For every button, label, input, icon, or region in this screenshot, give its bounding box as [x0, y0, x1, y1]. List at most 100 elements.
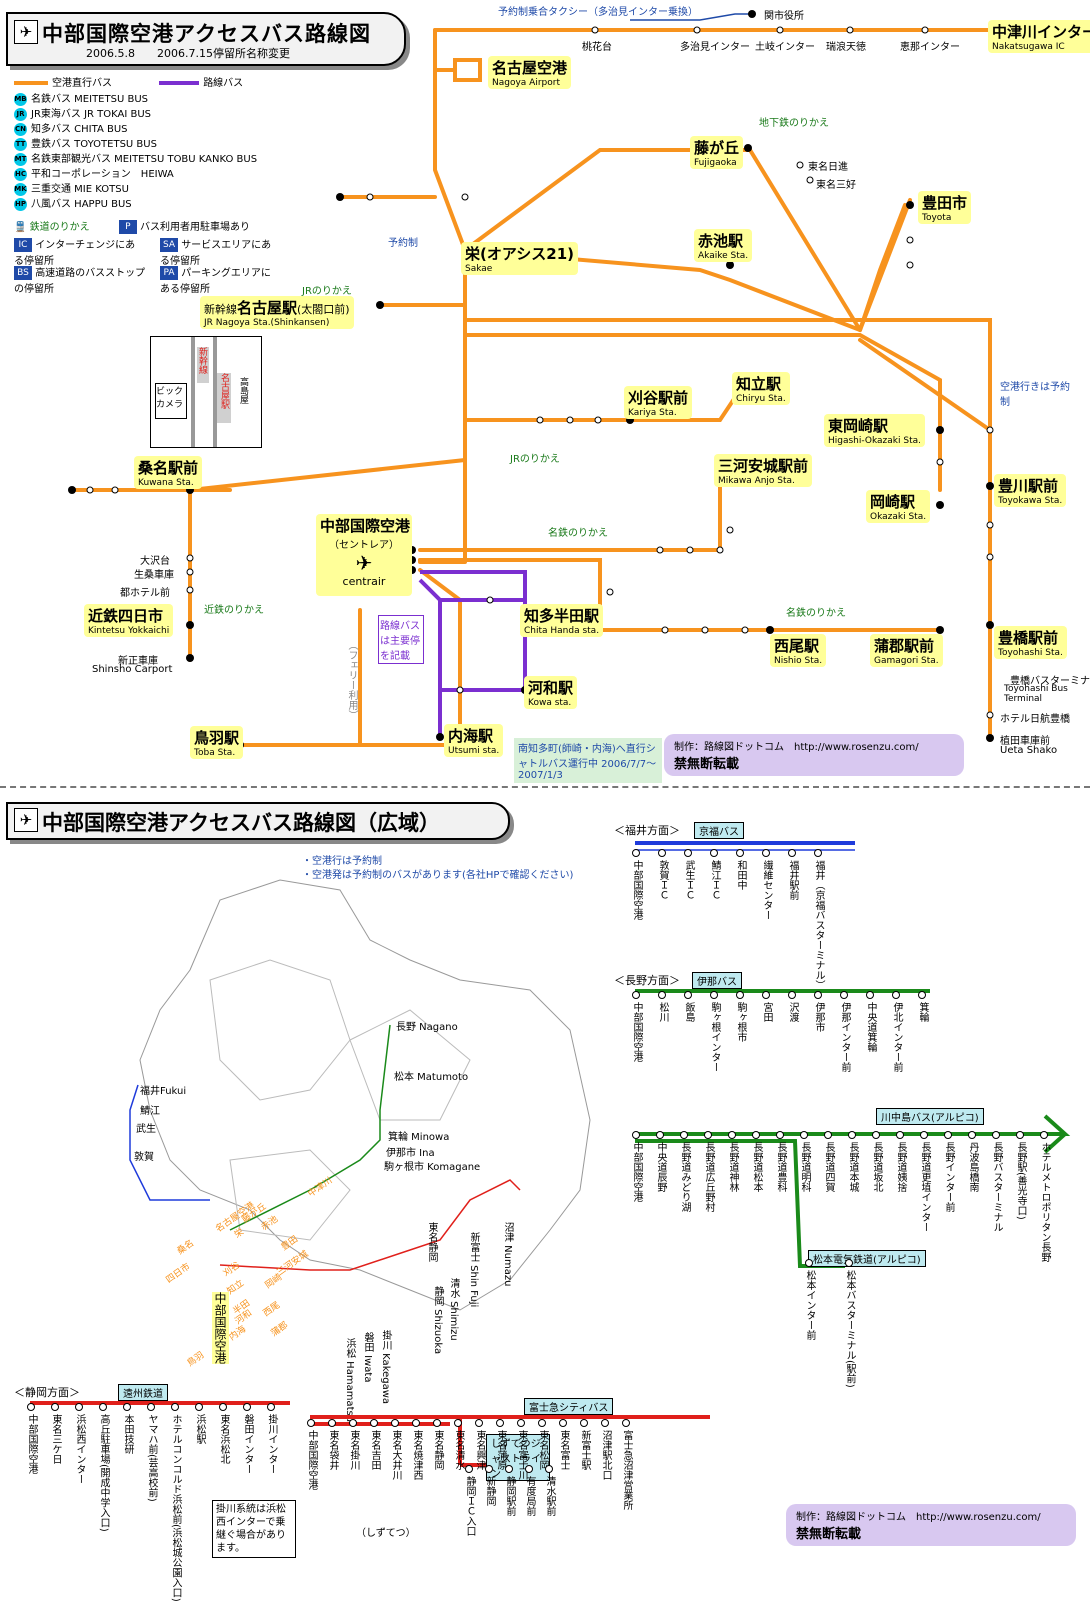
station-sakae[interactable]: 栄(オアシス21)Sakae: [461, 242, 578, 275]
nagano-stop: 中央道箕輪: [865, 1002, 876, 1052]
label-uta-en: Ueta Shako: [1000, 745, 1058, 756]
airplane-icon: ✈: [14, 20, 38, 44]
map-title: 中部国際空港アクセスバス路線図: [42, 22, 371, 46]
map-label-fukui: 福井Fukui: [140, 1086, 187, 1097]
nagano-stop-marker: [658, 991, 666, 999]
enshu-stop: 掛川インター: [266, 1414, 277, 1474]
fuji-stop-marker: [538, 1419, 546, 1427]
fuji-company: 富士急シティバス: [524, 1398, 614, 1415]
fukui-stop-marker: [788, 849, 796, 857]
station-nagoya[interactable]: 新幹線名古屋駅(太閤口前)JR Nagoya Sta.(Shinkansen): [200, 296, 354, 329]
label-nikko: ホテル日航豊橋: [1000, 714, 1070, 725]
taxi-label: 予約制乗合タクシー（多治見インター乗換）: [498, 7, 698, 18]
kawanaka-stop-marker: [1040, 1131, 1048, 1139]
nagano-stop: 沢渡: [787, 1002, 798, 1022]
enshu-stop: 東名浜松北: [218, 1414, 229, 1464]
fuji-stop: 新富士駅: [579, 1430, 590, 1470]
station-centrair[interactable]: 中部国際空港 （セントレア） ✈ centrair: [316, 514, 412, 596]
kawanaka-stop-marker: [752, 1131, 760, 1139]
nagano-stop-marker: [918, 991, 926, 999]
map-title-box: ✈ 中部国際空港アクセスバス路線図 2006.5.8 2006.7.15停留所名…: [6, 12, 406, 66]
shizutetsu-stop: 新静岡: [484, 1476, 495, 1506]
credit-bottom: 制作：路線図ドットコム http://www.rosenzu.com/禁無断転載: [786, 1504, 1076, 1546]
label-shinmei: 東名日進: [808, 162, 848, 173]
map-dates: 2006.5.8 2006.7.15停留所名称変更: [86, 47, 290, 60]
fuji-stop: 東名富士: [558, 1430, 569, 1470]
nagoya-station-inset: 新幹線 名古屋駅 ビックカメラ 高島屋: [150, 336, 262, 448]
enshu-stop: ヤマハ前(芸高校前): [146, 1414, 157, 1502]
enshu-stop-marker: [99, 1403, 107, 1411]
shizutetsu-stop-marker: [485, 1465, 493, 1473]
enshu-stop-marker: [219, 1403, 227, 1411]
kawanaka-stop-marker: [920, 1131, 928, 1139]
label-jr-norikae-2: JRのりかえ: [510, 454, 560, 465]
enshu-stop-marker: [27, 1403, 35, 1411]
kawanaka-stop: 中部国際空港: [631, 1142, 642, 1202]
enshu-stop: 浜松駅: [194, 1414, 205, 1444]
label-miyoshi: 東名三好: [816, 180, 856, 191]
airplane-icon: ✈: [14, 808, 38, 832]
label-kintetsu-norikae: 近鉄のりかえ: [204, 605, 264, 616]
kawanaka-stop: 長野道豊科: [775, 1142, 786, 1192]
kawanaka-stop: ホテルメトロポリタン長野: [1039, 1142, 1050, 1262]
fukui-stop-marker: [762, 849, 770, 857]
fukui-stop-marker: [736, 849, 744, 857]
kawanaka-stop: 長野道松本: [751, 1142, 762, 1192]
enshu-stop-marker: [51, 1403, 59, 1411]
legend-direct: 空港直行バス 路線バス: [14, 74, 243, 89]
map-label-kakegawa: 掛川 Kakegawa: [380, 1330, 391, 1405]
map-label-ina: 伊那市 Ina: [386, 1148, 435, 1159]
fukui-stop-marker: [814, 849, 822, 857]
fuji-stop-marker: [475, 1419, 483, 1427]
kawanaka-stop-marker: [656, 1131, 664, 1139]
kawanaka-stop: 長野道神林: [727, 1142, 738, 1192]
credit-top: 制作：路線図ドットコム http://www.rosenzu.com/禁無断転載: [664, 734, 964, 776]
enshu-stop: 高丘駐車場(開成中学入口): [98, 1414, 109, 1532]
label-osawa: 大沢台: [140, 556, 170, 567]
kawanaka-stop-marker: [632, 1131, 640, 1139]
map-label-hamamatsu: 浜松 Hamamatsu: [344, 1338, 355, 1423]
fukui-stop-marker: [632, 849, 640, 857]
label-airport-note: 空港行きは予約制: [1000, 382, 1070, 408]
label-miyako: 都ホテル前: [120, 588, 170, 599]
nagano-stop-marker: [736, 991, 744, 999]
enshu-stop: 磐田インター: [242, 1414, 253, 1474]
enshu-stop-marker: [195, 1403, 203, 1411]
enshu-stop-marker: [171, 1403, 179, 1411]
shizutetsu-stop-marker: [545, 1465, 553, 1473]
matsumoto-company: 松本電気鉄道(アルピコ): [808, 1250, 926, 1267]
nagano-stop: 箕輪: [917, 1002, 928, 1022]
fukui-stop: 和田中: [735, 860, 746, 890]
map-label-shizuoka: 静岡 Shizuoka: [432, 1286, 443, 1355]
fuji-stop-marker: [622, 1419, 630, 1427]
map-label-matsumoto: 松本 Matumoto: [394, 1072, 469, 1083]
parking-icon: P: [118, 220, 137, 234]
company-badge-icon: MK: [14, 182, 27, 196]
kawanaka-stop-marker: [1016, 1131, 1024, 1139]
enshu-stop: 本田技研: [122, 1414, 133, 1454]
label-toyohashi-bus: 豊橋バスターミナル: [1010, 676, 1090, 687]
fuji-stop: 東名掛川: [348, 1430, 359, 1470]
label-shinsho: 新正車庫: [118, 656, 158, 667]
